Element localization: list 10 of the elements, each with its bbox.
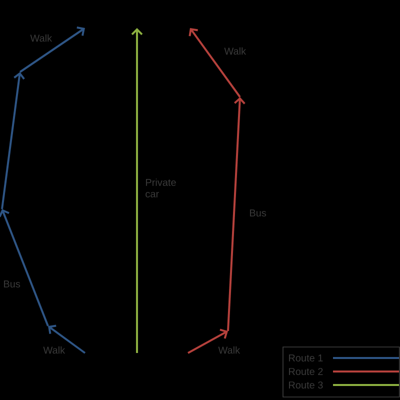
route-label: Private car	[146, 178, 176, 198]
legend-label: Route 2	[289, 368, 323, 376]
legend-label: Route 3	[289, 381, 323, 389]
legend-label: Route 1	[289, 354, 323, 362]
route-label: Walk	[218, 346, 240, 354]
route-label: Bus	[250, 210, 266, 216]
route-label: Walk	[30, 34, 52, 42]
route-label: Walk	[224, 47, 246, 55]
route-label: Walk	[43, 346, 66, 354]
route-label: Bus	[4, 280, 20, 288]
